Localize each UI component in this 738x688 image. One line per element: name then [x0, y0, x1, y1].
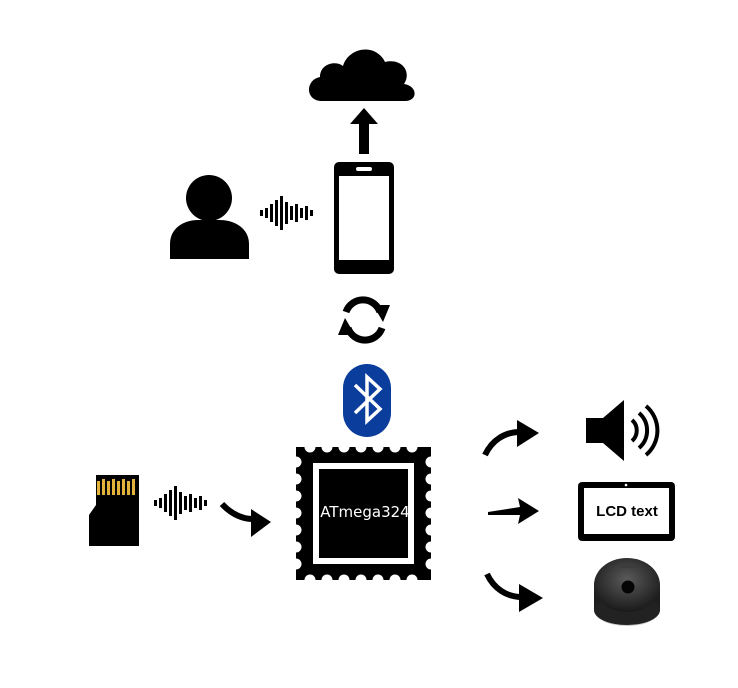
sync-icon [338, 296, 390, 344]
lcd-label: LCD text [596, 503, 658, 520]
microcontroller-chip: ATmega324 [290, 441, 437, 586]
arrow-to-chip-icon [219, 501, 271, 537]
cloud-icon [308, 49, 415, 101]
audio-wave-icon [154, 486, 207, 520]
arrow-to-buzzer-icon [484, 572, 543, 612]
lcd-display-icon: LCD text [578, 482, 675, 541]
arrow-to-lcd-icon [488, 498, 539, 524]
user-icon [170, 175, 249, 259]
chip-label: ATmega324 [320, 503, 409, 521]
buzzer-icon [594, 558, 660, 626]
bluetooth-icon [343, 364, 391, 437]
sound-wave-icon [260, 196, 313, 230]
arrow-to-speaker-icon [482, 420, 539, 457]
sd-card-icon [89, 475, 139, 546]
speaker-icon [586, 400, 660, 461]
arrow-up-icon [350, 108, 378, 154]
smartphone-icon [334, 162, 394, 274]
